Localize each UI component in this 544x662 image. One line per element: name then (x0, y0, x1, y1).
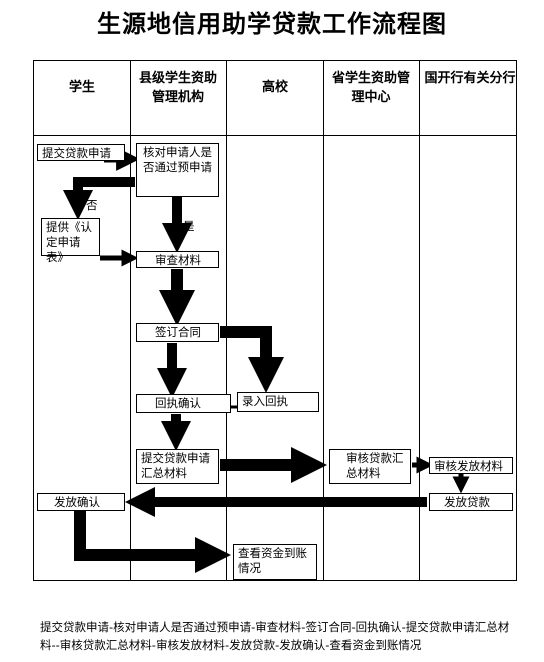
lane-header-bank: 国开行有关分行 (424, 71, 516, 86)
node-sign-contract: 签订合同 (136, 323, 219, 342)
node-submit-summary: 提交贷款申请汇总材料 (136, 449, 219, 484)
lane-divider (130, 61, 131, 580)
arrow-confirm-to-check (74, 511, 231, 573)
node-verify-preapplication: 核对申请人是否通过预申请 (136, 143, 219, 197)
node-audit-release: 审核发放材料 (429, 457, 513, 474)
node-provide-form: 提供《认定申请表》 (41, 218, 100, 264)
node-enter-receipt: 录入回执 (237, 392, 319, 412)
lane-header-student: 学生 (68, 80, 95, 95)
node-check-funds: 查看资金到账情况 (233, 544, 317, 580)
arrow-verify-no (63, 177, 135, 220)
node-receipt-confirm: 回执确认 (136, 394, 231, 413)
node-review-materials: 审查材料 (136, 251, 219, 268)
node-submit-application: 提交贷款申请 (37, 144, 125, 161)
lane-header-county: 县级学生资助管理机构 (138, 71, 217, 105)
node-audit-summary: 审核贷款汇总材料 (329, 449, 411, 484)
lane-divider (226, 61, 227, 580)
lane-divider (419, 61, 420, 580)
header-divider (34, 135, 516, 136)
flow-caption: 提交贷款申请-核对申请人是否通过预申请-审查材料-签订合同-回执确认-提交贷款申… (40, 620, 510, 652)
arrow-sign-to-enter (220, 326, 284, 393)
lane-divider (323, 61, 324, 580)
node-release-confirm: 发放确认 (37, 493, 125, 511)
node-release-loan: 发放贷款 (429, 493, 513, 511)
lane-header-university: 高校 (261, 80, 288, 95)
label-yes: 是 (183, 219, 195, 233)
label-no: 否 (86, 198, 98, 212)
swimlane-frame: 学生 县级学生资助管理机构 高校 省学生资助管理中心 国开行有关分行 (33, 60, 517, 581)
diagram-title: 生源地信用助学贷款工作流程图 (97, 9, 447, 38)
lane-header-province: 省学生资助管理中心 (331, 71, 410, 105)
